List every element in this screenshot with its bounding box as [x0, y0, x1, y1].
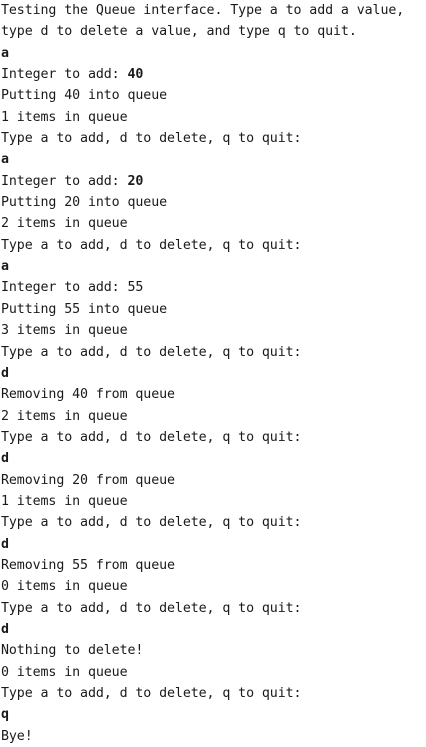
- output-line: Type a to add, d to delete, q to quit:: [1, 344, 302, 360]
- user-input-line: q: [1, 707, 9, 723]
- prompt-line: Integer to add: 55: [1, 277, 426, 298]
- output-line: Putting 55 into queue: [1, 301, 168, 317]
- output-line: Type a to add, d to delete, q to quit:: [1, 686, 302, 701]
- output-line: Putting 20 into queue: [1, 195, 168, 211]
- output-line: 0 items in queue: [1, 579, 128, 595]
- user-input-value: 55: [127, 280, 144, 296]
- output-line: 1 items in queue: [1, 493, 128, 509]
- output-line: Removing 55 from queue: [1, 557, 175, 573]
- user-input-line: d: [1, 621, 9, 637]
- output-line: Removing 40 from queue: [1, 387, 175, 403]
- prompt-line: Integer to add: 20: [1, 171, 426, 192]
- output-line: Type a to add, d to delete, q to quit:: [1, 515, 302, 531]
- user-input-line: d: [1, 365, 9, 381]
- output-line: Type a to add, d to delete, q to quit:: [1, 131, 302, 147]
- output-line: Type a to add, d to delete, q to quit:: [1, 600, 302, 616]
- output-line: Nothing to delete!: [1, 643, 144, 659]
- user-input-line: a: [1, 259, 9, 275]
- prompt-label: Integer to add:: [1, 173, 128, 189]
- user-input-line: a: [1, 45, 9, 61]
- output-line: 2 items in queue: [1, 408, 128, 424]
- output-line: 0 items in queue: [1, 664, 128, 680]
- output-line: Removing 20 from queue: [1, 472, 175, 488]
- user-input-line: d: [1, 536, 9, 552]
- output-line: 2 items in queue: [1, 216, 128, 232]
- user-input-line: a: [1, 152, 9, 168]
- output-line: Putting 40 into queue: [1, 88, 168, 104]
- output-line: Type a to add, d to delete, q to quit:: [1, 429, 302, 445]
- output-line: 3 items in queue: [1, 323, 128, 339]
- user-input-value: 40: [127, 67, 144, 83]
- user-input-value: 20: [127, 173, 144, 189]
- prompt-line: Integer to add: 40: [1, 64, 426, 85]
- output-line: Bye!: [1, 728, 33, 744]
- output-line: Type a to add, d to delete, q to quit:: [1, 237, 302, 253]
- prompt-label: Integer to add:: [1, 67, 128, 83]
- prompt-label: Integer to add:: [1, 280, 128, 296]
- output-line: Testing the Queue interface. Type a to a…: [1, 3, 405, 18]
- output-line: 1 items in queue: [1, 109, 128, 125]
- user-input-line: d: [1, 451, 9, 467]
- output-line: type d to delete a value, and type q to …: [1, 24, 357, 40]
